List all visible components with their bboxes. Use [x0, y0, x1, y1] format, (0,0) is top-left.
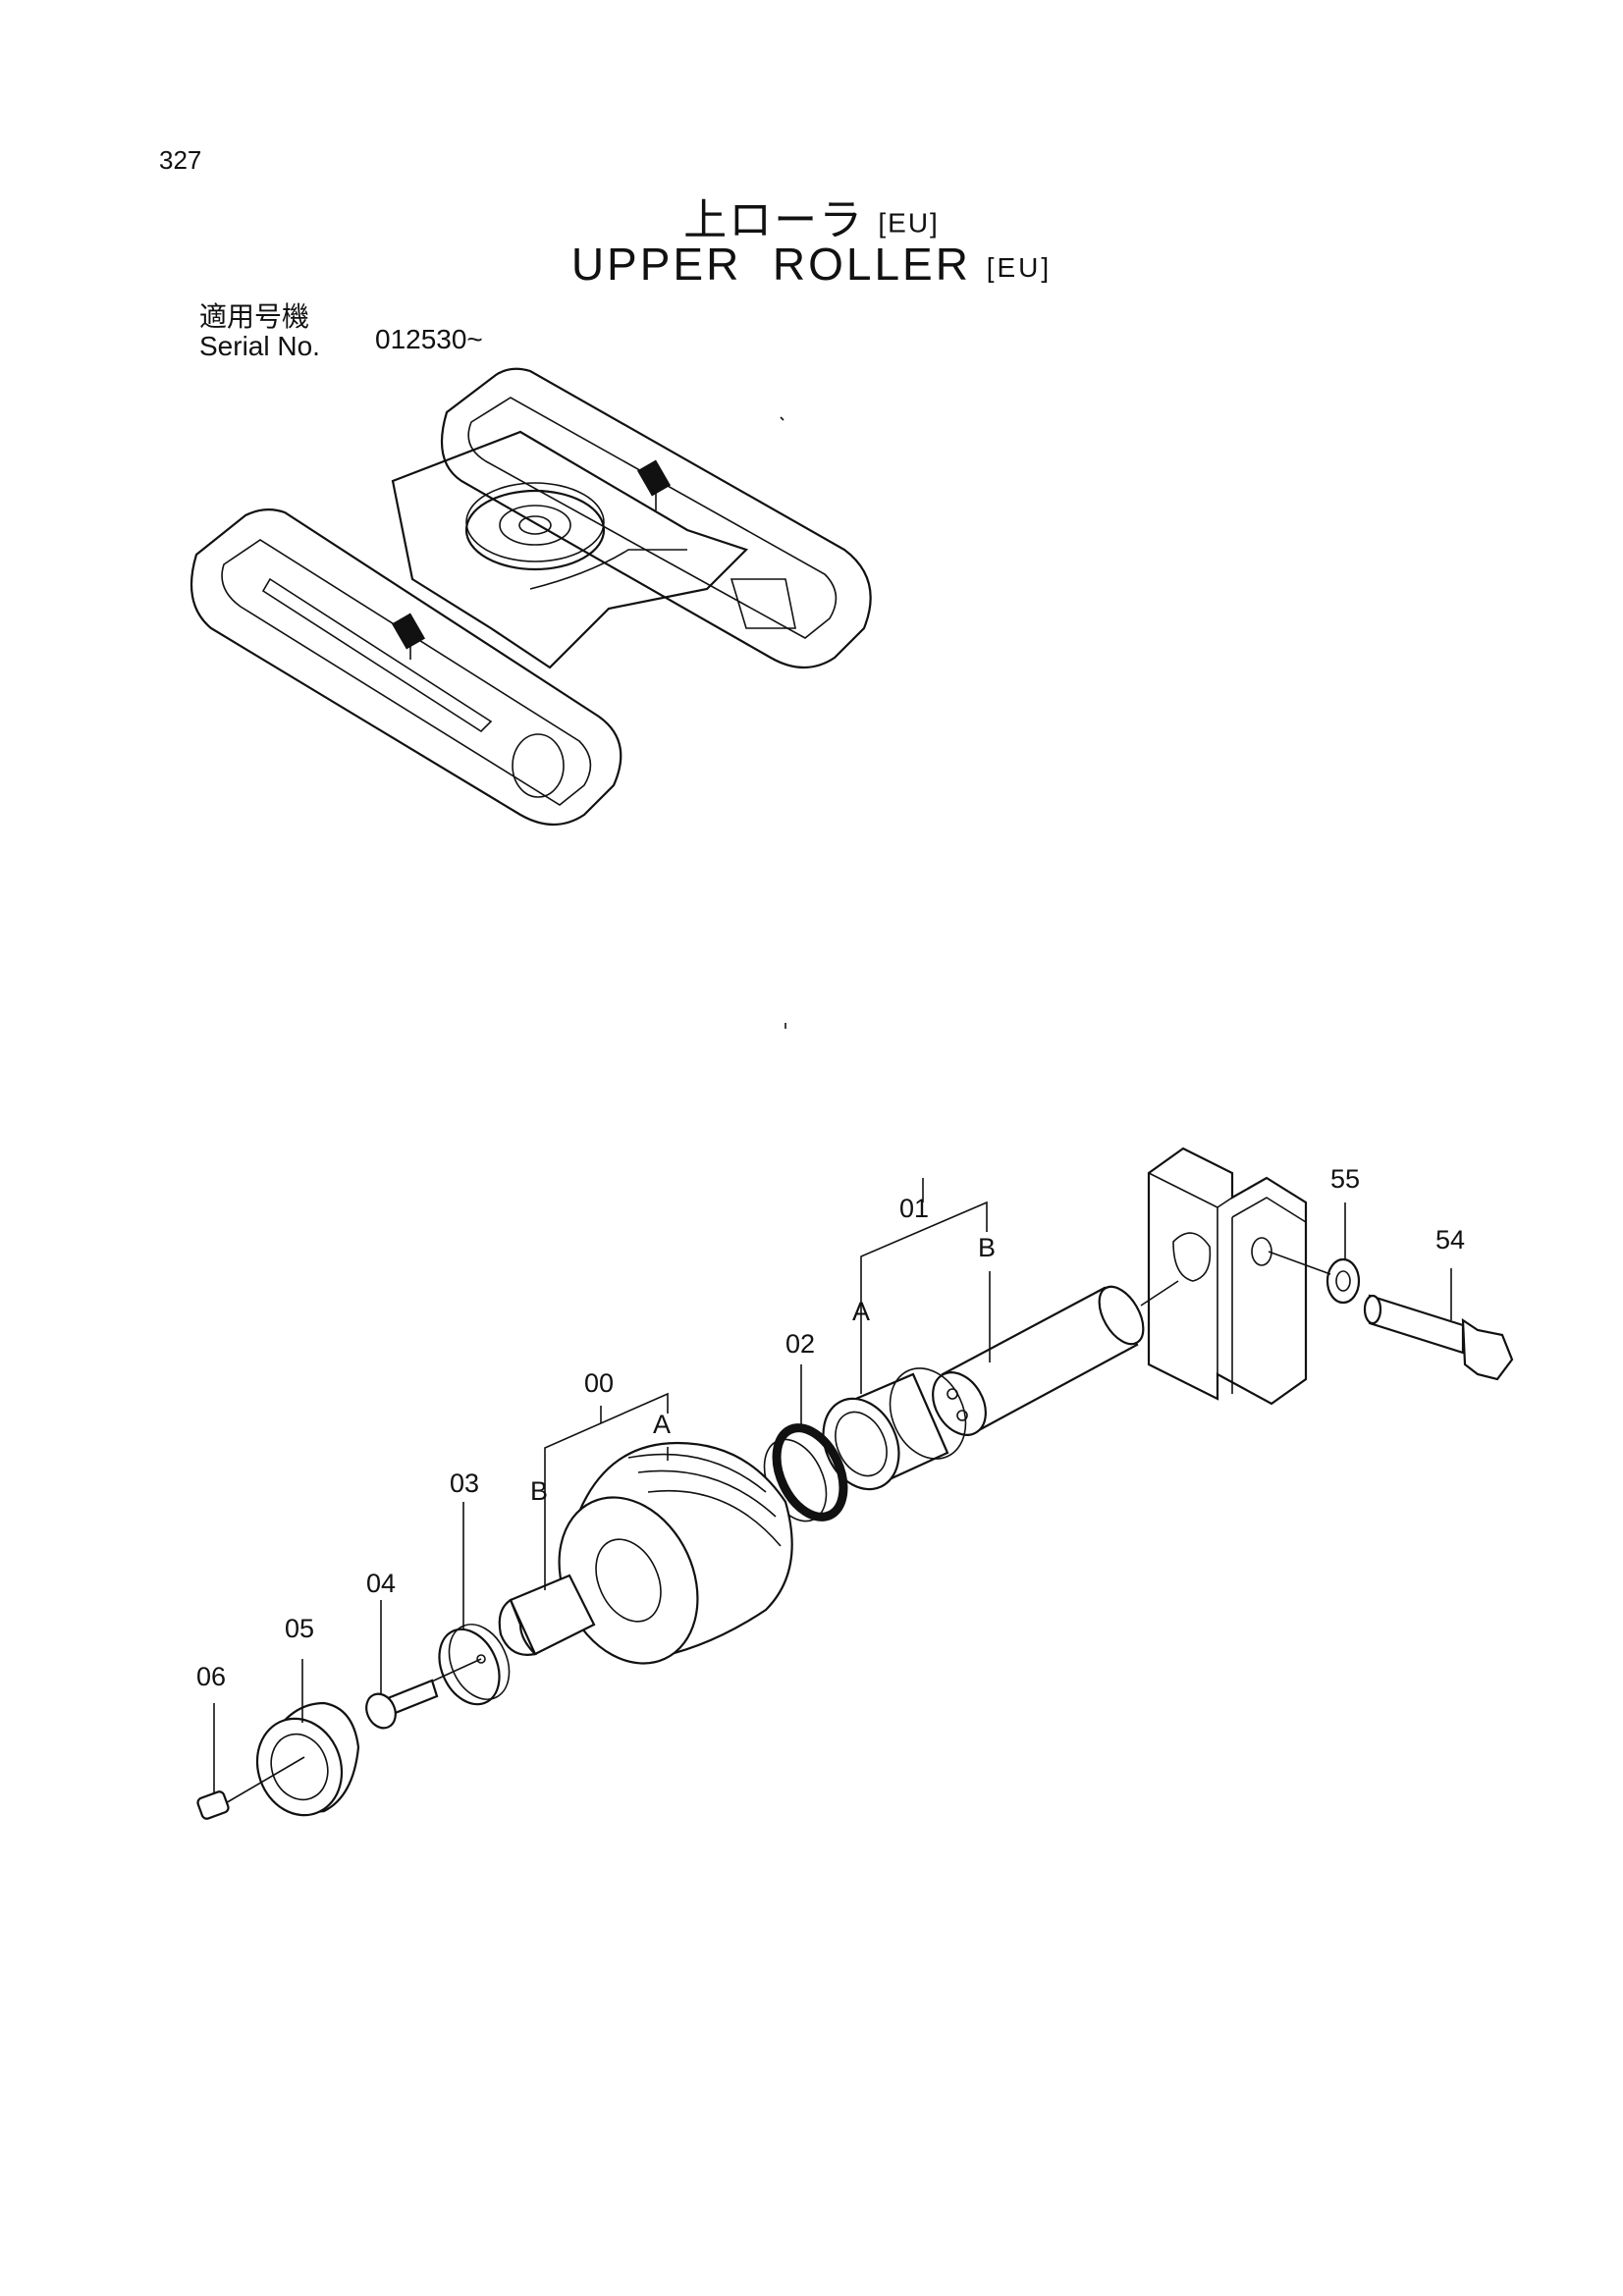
title-ja-text: 上ローラ	[683, 196, 865, 244]
serial-label-ja: 適用号機	[199, 301, 310, 332]
callout-00-b: B	[530, 1476, 548, 1506]
callout-00: 00	[584, 1368, 614, 1398]
callout-06: 06	[196, 1662, 226, 1691]
washer-55	[1325, 1257, 1361, 1305]
title-en-text: UPPER ROLLER	[570, 239, 971, 290]
callout-01: 01	[899, 1194, 929, 1223]
callout-00-a: A	[653, 1410, 671, 1439]
serial-value: 012530~	[375, 324, 483, 354]
callout-02: 02	[785, 1329, 815, 1359]
callout-03: 03	[450, 1468, 479, 1498]
callout-04: 04	[366, 1569, 396, 1598]
plug-06	[196, 1790, 230, 1820]
callout-01-a: A	[852, 1297, 870, 1326]
roller-body	[558, 1441, 793, 1665]
callout-55: 55	[1330, 1164, 1360, 1194]
cover-05	[255, 1701, 360, 1817]
title-japanese: 上ローラ [EU]	[0, 185, 1623, 247]
undercarriage-overview	[189, 367, 872, 826]
roller-shaft	[932, 1285, 1145, 1436]
title-english: UPPER ROLLER [EU]	[0, 238, 1623, 291]
callout-01-b: B	[978, 1233, 996, 1262]
upper-roller-highlight-left	[391, 613, 426, 660]
callout-54: 54	[1435, 1225, 1465, 1255]
upper-roller-highlight-right	[636, 459, 672, 510]
bolt-54	[1363, 1294, 1514, 1381]
callout-05: 05	[285, 1614, 314, 1643]
roller-shaft-end	[498, 1574, 596, 1656]
serial-label-en: Serial No.	[199, 331, 320, 361]
serial-label: 適用号機 Serial No.	[199, 302, 320, 361]
bolt-04	[365, 1679, 439, 1730]
thrust-plate-03	[438, 1624, 511, 1706]
region-tag-en: [EU]	[986, 251, 1053, 283]
mounting-bracket	[1147, 1147, 1308, 1406]
page-number: 327	[159, 145, 202, 175]
region-tag-ja: [EU]	[878, 207, 940, 239]
